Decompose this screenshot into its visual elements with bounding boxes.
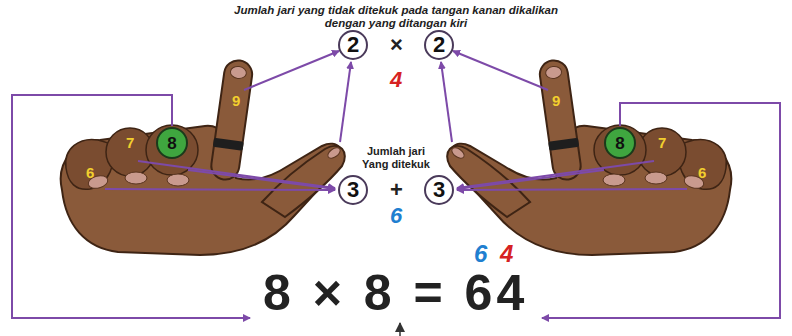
caption-note: Jumlah jari Yang ditekuk — [356, 145, 436, 170]
circle-number: 3 — [347, 179, 359, 201]
finger-number: 9 — [232, 93, 240, 108]
leader-line — [340, 62, 351, 142]
leader-line — [542, 103, 780, 318]
finger-number: 6 — [698, 165, 706, 180]
right-hand — [447, 58, 731, 255]
ones-digit: 4 — [500, 242, 513, 266]
finger-circle: 8 — [156, 127, 188, 159]
circle-number: 8 — [167, 135, 176, 152]
product-number: 4 — [390, 69, 402, 91]
finger-number: 7 — [658, 135, 666, 150]
leader-line — [457, 161, 654, 188]
label-holder: 7 — [658, 135, 666, 150]
finger-circle: 8 — [604, 127, 636, 159]
leader-line — [244, 51, 339, 90]
title: Jumlah jari yang tidak ditekuk pada tang… — [226, 4, 566, 30]
finger-number: 6 — [86, 165, 94, 180]
label-holder: + — [390, 179, 403, 201]
leader-line — [457, 170, 604, 189]
label-holder: 6 — [390, 205, 402, 227]
circle-number: 3 — [433, 179, 445, 201]
leader-line — [457, 189, 687, 190]
leader-line — [138, 161, 335, 188]
label-holder: × — [390, 34, 403, 56]
label-holder: 7 — [126, 135, 134, 150]
pointer-arrow — [399, 323, 401, 336]
circle-number: 8 — [615, 135, 624, 152]
left-hand — [61, 58, 345, 255]
sum-number: 6 — [390, 205, 402, 227]
label-holder: 6 — [474, 242, 487, 266]
label-holder: 9 — [232, 93, 240, 108]
equation: 8 × 8 = 64 — [263, 268, 528, 318]
number-circle: 3 — [338, 175, 368, 205]
leader-line — [453, 51, 548, 90]
circle-number: 2 — [347, 34, 359, 56]
label-holder: 4 — [500, 242, 513, 266]
finger-number: 9 — [552, 93, 560, 108]
label-holder: 4 — [390, 69, 402, 91]
leader-line — [188, 170, 335, 189]
label-holder: 6 — [698, 165, 706, 180]
label-holder: 8 × 8 = 64 — [263, 268, 528, 318]
number-circle: 3 — [424, 175, 454, 205]
operator-sign: × — [390, 34, 403, 56]
circle-number: 2 — [433, 34, 445, 56]
label-holder: 6 — [86, 165, 94, 180]
operator-sign: + — [390, 179, 403, 201]
tens-digit: 6 — [474, 242, 487, 266]
number-circle: 2 — [424, 30, 454, 60]
leader-line — [441, 62, 452, 142]
leader-line — [105, 189, 335, 190]
title-block: Jumlah jari yang tidak ditekuk pada tang… — [226, 4, 566, 30]
leader-line — [12, 95, 250, 318]
label-holder: Jumlah jari Yang ditekuk — [356, 145, 436, 170]
number-circle: 2 — [338, 30, 368, 60]
label-holder: 9 — [552, 93, 560, 108]
finger-number: 7 — [126, 135, 134, 150]
